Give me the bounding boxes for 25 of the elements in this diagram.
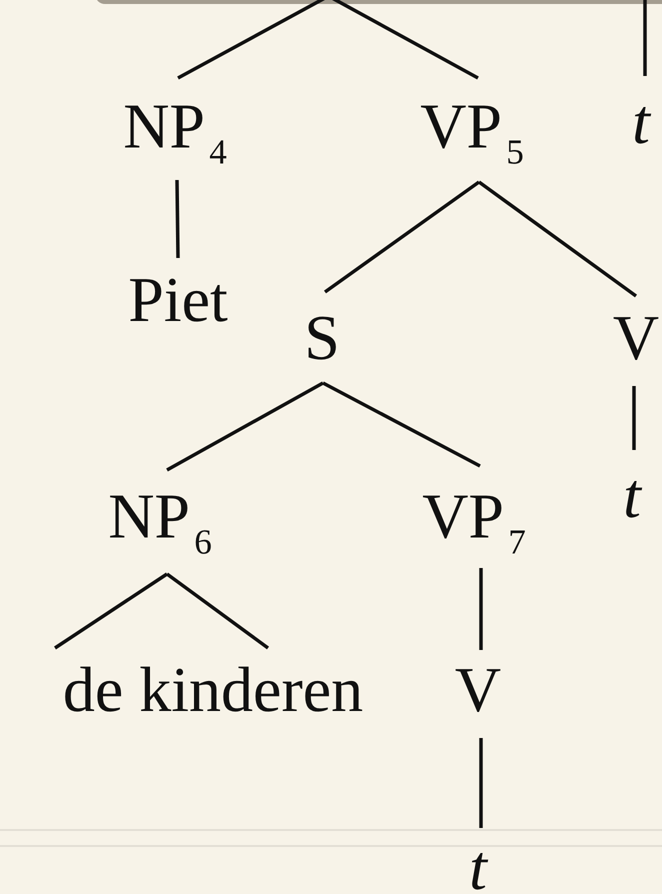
branch-line — [54, 572, 168, 650]
branch-line — [632, 386, 636, 450]
tree-label: t — [632, 90, 650, 154]
tree-label: S — [304, 306, 340, 370]
branch-line — [177, 0, 326, 80]
branch-line — [324, 180, 480, 294]
branch-line — [166, 572, 270, 650]
tree-label: de kinderen — [62, 658, 364, 722]
tree-label: Piet — [128, 268, 228, 332]
branch-line — [331, 0, 479, 80]
tree-label: NP$_{4}$ — [123, 94, 227, 170]
tree-label: t — [469, 836, 487, 894]
tree-label: VP$_{7}$ — [422, 484, 526, 560]
branch-line — [479, 568, 483, 650]
branch-line — [175, 180, 180, 258]
branch-line — [322, 381, 481, 468]
branch-line — [643, 0, 647, 76]
branch-line — [478, 180, 638, 298]
tree-label: V — [612, 306, 660, 370]
tree-label: V — [454, 658, 502, 722]
tree-label: NP$_{6}$ — [108, 484, 212, 560]
tree-label: VP$_{5}$ — [420, 94, 524, 170]
branch-line — [166, 381, 324, 472]
tree-label: t — [623, 464, 641, 528]
branch-line — [479, 738, 483, 828]
